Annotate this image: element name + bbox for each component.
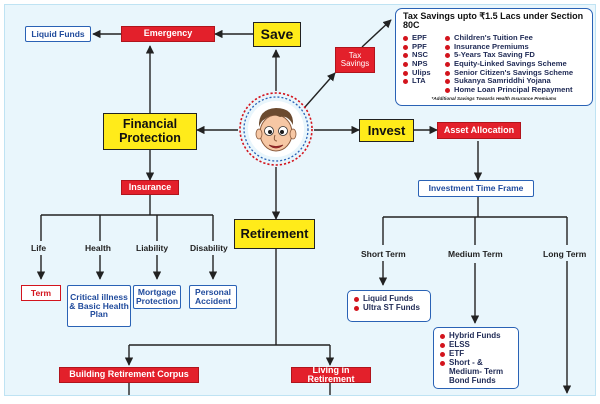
tax-item: Insurance Premiums <box>445 42 585 52</box>
insurance-box: Insurance <box>121 180 179 195</box>
tax-item: Sukanya Samriddhi Yojana <box>445 76 585 86</box>
tax-box-footnote: *Additional Savings Towards Health Insur… <box>431 96 557 102</box>
tax-item: Equity-Linked Savings Scheme <box>445 59 585 69</box>
building-retirement-corpus-box: Building Retirement Corpus <box>59 367 199 383</box>
retirement-box: Retirement <box>234 219 315 249</box>
fund-item: ETF <box>440 349 512 359</box>
tax-item: PPF <box>403 42 445 52</box>
personal-accident-box: Personal Accident <box>189 285 237 309</box>
tax-item: EPF <box>403 33 445 43</box>
tax-item: Home Loan Principal Repayment <box>445 85 585 95</box>
fund-item: Hybrid Funds <box>440 331 512 341</box>
health-label: Health <box>85 243 111 253</box>
tax-item: Senior Citizen's Savings Scheme <box>445 68 585 78</box>
short-term-funds-list: Liquid Funds Ultra ST Funds <box>347 290 431 322</box>
person-avatar-icon <box>239 92 313 166</box>
tax-item: 5-Years Tax Saving FD <box>445 51 585 60</box>
liquid-funds-emergency-box: Liquid Funds <box>25 26 91 42</box>
living-in-retirement-box: Living in Retirement <box>291 365 371 384</box>
disability-label: Disability <box>190 243 228 253</box>
fund-item: Ultra ST Funds <box>354 303 424 313</box>
medium-term-label: Medium Term <box>448 249 503 259</box>
tax-item: LTA <box>403 76 445 86</box>
tax-right-list: Children's Tuition Fee Insurance Premium… <box>445 33 585 95</box>
fund-item: Liquid Funds <box>354 294 424 304</box>
financial-planning-diagram: Liquid Funds Emergency Save Tax Savings … <box>4 4 596 396</box>
long-term-label: Long Term <box>543 249 587 259</box>
critical-illness-box: Critical illness & Basic Health Plan <box>67 285 131 327</box>
invest-box: Invest <box>359 119 414 142</box>
tax-item: NPS <box>403 59 445 69</box>
investment-time-frame-box: Investment Time Frame <box>418 180 534 197</box>
fund-item: ELSS <box>440 340 512 350</box>
tax-box-title: Tax Savings upto ₹1.5 Lacs under Section… <box>403 11 584 31</box>
liability-label: Liability <box>136 243 169 253</box>
tax-item: Children's Tuition Fee <box>445 33 585 43</box>
connector-lines <box>36 19 572 395</box>
mortgage-protection-box: Mortgage Protection <box>133 285 181 309</box>
tax-item: NSC <box>403 51 445 60</box>
fund-item: Short - & Medium- Term Bond Funds <box>440 358 512 386</box>
emergency-box: Emergency <box>121 26 215 42</box>
save-box: Save <box>253 22 301 47</box>
life-label: Life <box>31 243 47 253</box>
asset-allocation-box: Asset Allocation <box>437 122 521 139</box>
financial-protection-box: Financial Protection <box>103 113 197 150</box>
term-box: Term <box>21 285 61 301</box>
medium-term-funds-list: Hybrid Funds ELSS ETF Short - & Medium- … <box>433 327 519 389</box>
tax-left-list: EPF PPF NSC NPS Ulips LTA <box>403 33 445 95</box>
tax-item: Ulips <box>403 68 445 78</box>
short-term-label: Short Term <box>361 249 406 259</box>
tax-savings-box: Tax Savings <box>335 47 375 73</box>
tax-savings-80c-list: Tax Savings upto ₹1.5 Lacs under Section… <box>395 8 593 106</box>
